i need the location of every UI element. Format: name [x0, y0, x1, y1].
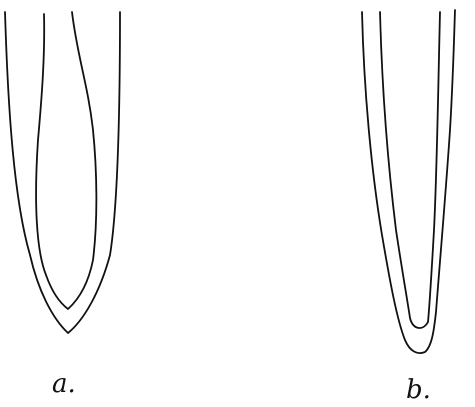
panel-a-label: a.: [52, 369, 76, 399]
panel-b-outer-outline: [361, 9, 456, 354]
panel-a-inner-outline: [35, 11, 98, 310]
panel-b: b.: [361, 9, 456, 405]
panel-a: a.: [4, 11, 121, 399]
panel-b-label: b.: [406, 375, 431, 405]
panel-a-outer-outline: [4, 11, 121, 334]
panel-b-inner-outline: [379, 11, 441, 329]
